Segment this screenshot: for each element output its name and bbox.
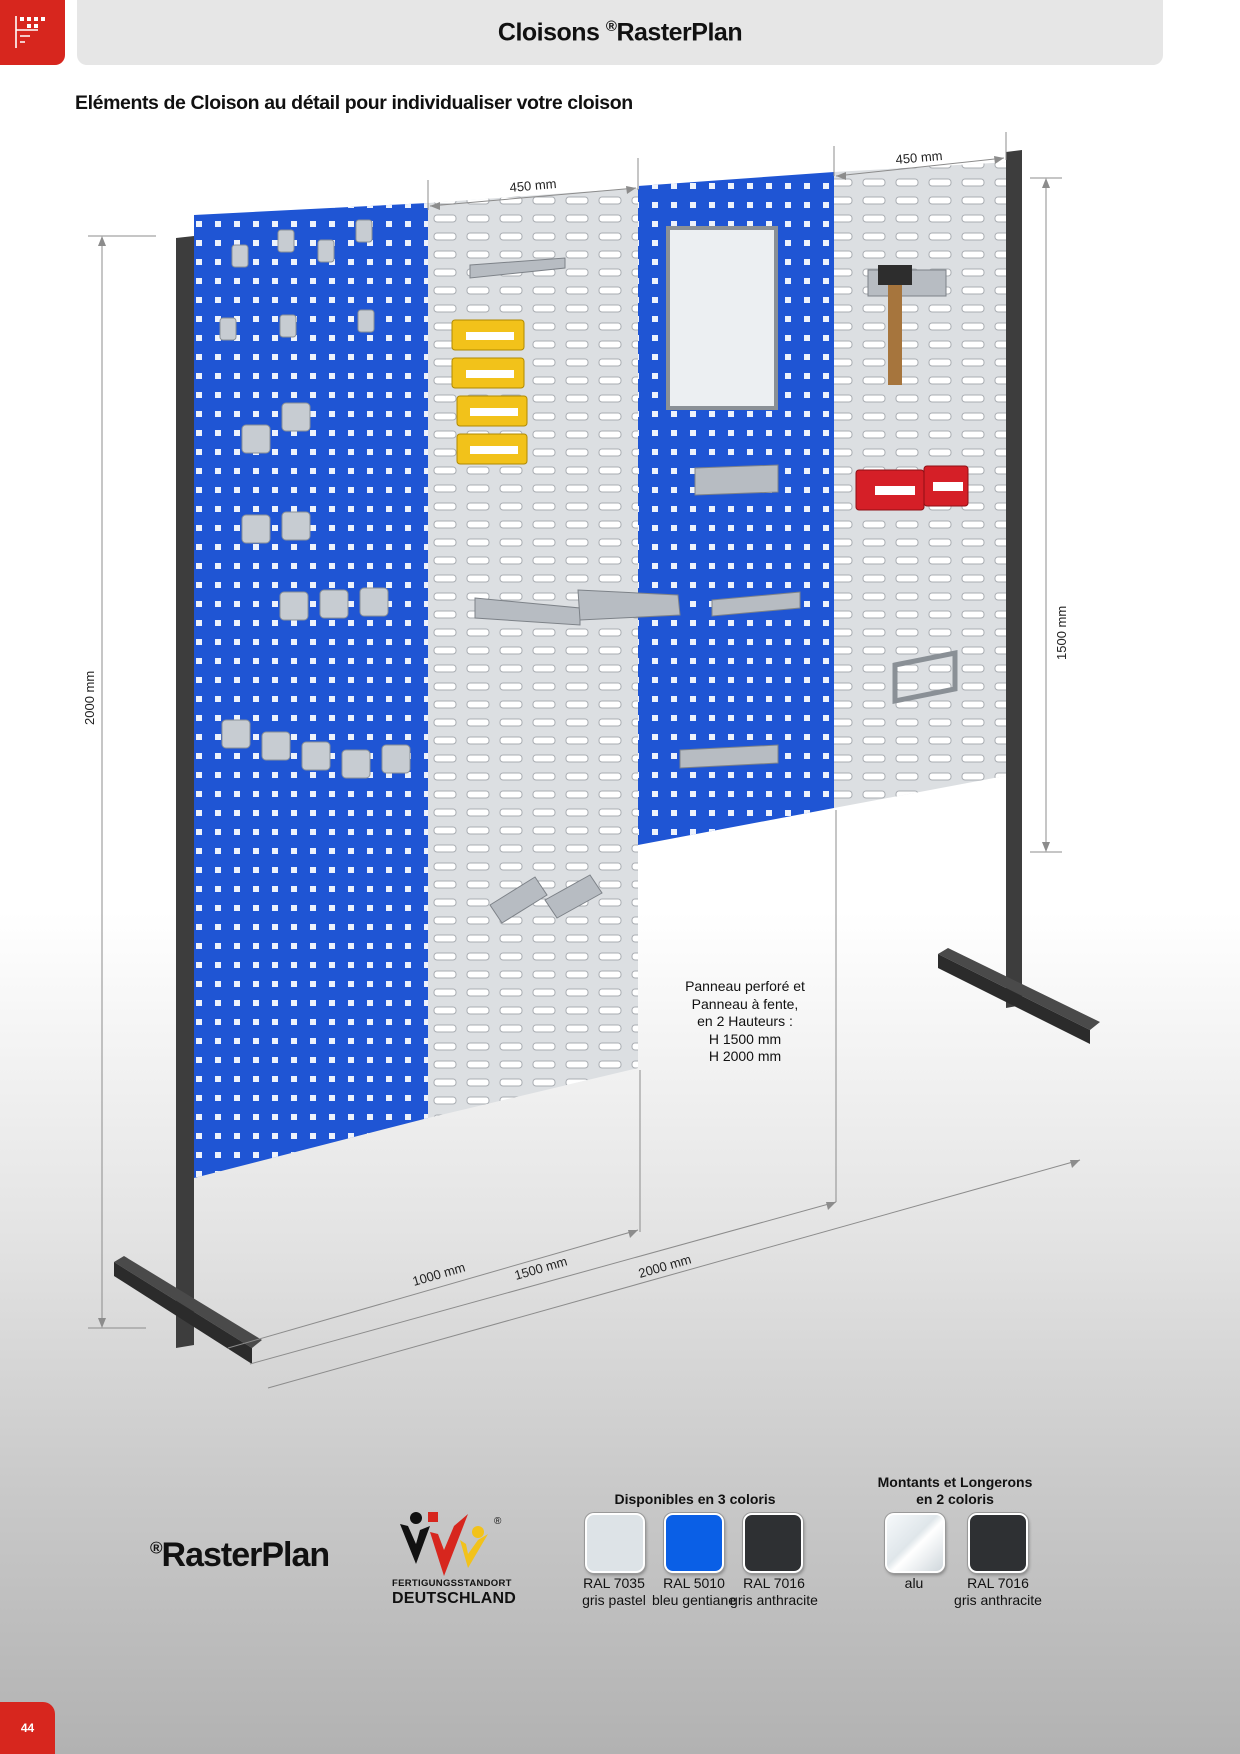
colors-group-title: Disponibles en 3 coloris — [614, 1491, 776, 1507]
panel-perforated-1 — [194, 203, 428, 1178]
red-bins — [855, 465, 969, 511]
tool-holder-rack — [474, 589, 681, 626]
left-stand — [114, 236, 262, 1364]
fab-logo-line2: DEUTSCHLAND — [392, 1590, 516, 1607]
svg-text:®: ® — [494, 1516, 502, 1527]
hook-set — [219, 219, 411, 779]
u-hook — [892, 649, 958, 705]
dim-width-top-left: 450 mm — [509, 176, 557, 195]
right-stand — [938, 150, 1100, 1044]
panel-height-note: Panneau perforé et Panneau à fente, en 2… — [685, 978, 805, 1064]
shelf-bracket — [469, 257, 566, 279]
brand-rasterplan: ®RasterPlan — [150, 1536, 330, 1574]
swatch-ral-5010 — [664, 1513, 724, 1573]
page-number: 44 — [0, 1702, 55, 1754]
document-holder — [666, 226, 778, 410]
dim-length-1000: 1000 mm — [411, 1260, 467, 1289]
partition-wall-illustration: 450 mm 450 mm 2000 mm 1500 mm 1000 mm 15… — [82, 132, 1100, 1389]
swatch-ral-7035 — [585, 1513, 645, 1573]
dimension-lines — [88, 132, 1081, 1389]
dim-width-top-right: 450 mm — [895, 148, 943, 167]
fab-logo-line1: FERTIGUNGSSTANDORT — [392, 1578, 512, 1589]
swatch-ral-7016 — [743, 1513, 803, 1573]
double-hook-holder — [489, 874, 603, 924]
section-subtitle: Eléments de Cloison au détail pour indiv… — [75, 92, 633, 114]
brand-logo-tab — [0, 0, 65, 65]
swatch-frame-ral-7016 — [968, 1513, 1028, 1573]
dimension-arrowheads — [98, 156, 1080, 1328]
dim-height-short: 1500 mm — [1054, 606, 1069, 660]
fertigungsstandort-logo-icon: ® — [400, 1512, 502, 1576]
hammer-holder — [867, 265, 947, 385]
dim-height-full: 2000 mm — [82, 671, 97, 725]
yellow-bins — [451, 319, 528, 465]
page-title: Cloisons ®RasterPlan — [497, 17, 743, 47]
screwdriver-holder — [679, 464, 801, 769]
swatch-label-alu: alu — [904, 1575, 924, 1591]
swatch-alu — [885, 1513, 945, 1573]
header-bar: Cloisons ®RasterPlan — [77, 0, 1163, 65]
kraft-logo-icon — [15, 16, 45, 48]
